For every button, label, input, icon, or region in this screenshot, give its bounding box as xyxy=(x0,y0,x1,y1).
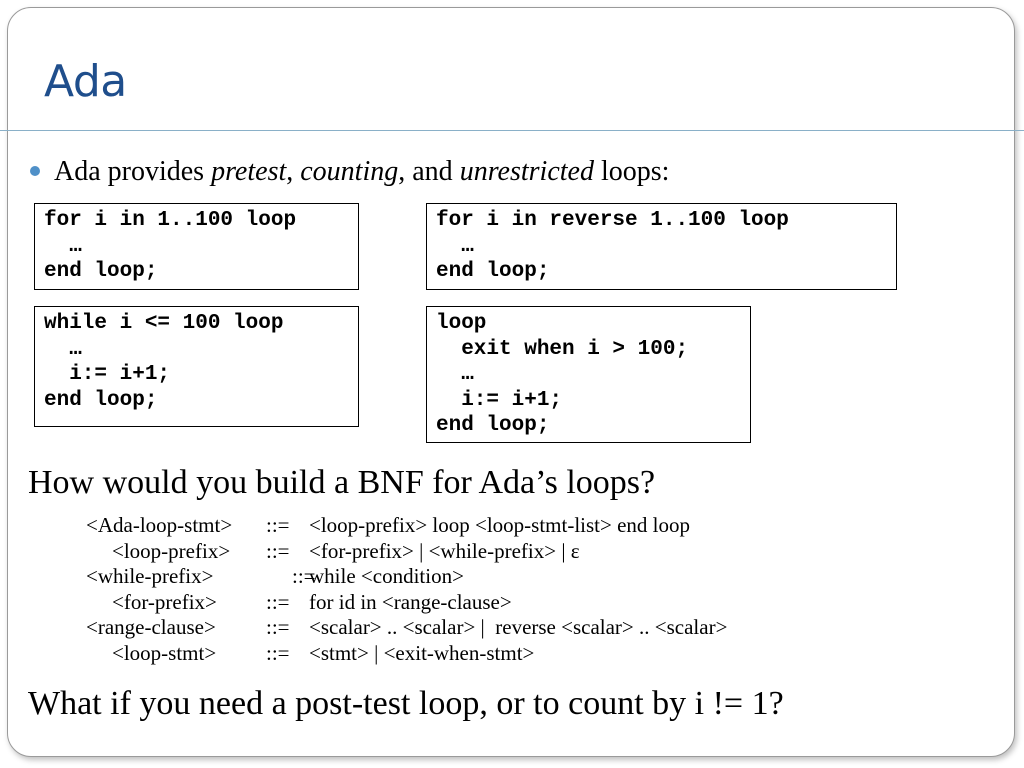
bullet-sep-1: , xyxy=(286,156,301,187)
bullet-term-unrestricted: unrestricted xyxy=(459,156,594,187)
bullet-text-post: loops: xyxy=(593,156,670,187)
bnf-rule: <for-prefix> ::= for id in <range-clause… xyxy=(0,590,1024,616)
bullet-icon xyxy=(30,166,40,176)
bnf-lhs: <Ada-loop-stmt> xyxy=(86,513,233,537)
bnf-lhs: <loop-stmt> xyxy=(112,640,217,665)
bnf-rhs: while <condition> xyxy=(309,564,464,588)
bullet-term-counting: counting xyxy=(300,156,399,187)
bnf-op: ::= xyxy=(266,513,290,537)
title-divider xyxy=(0,130,1024,131)
bullet-sep-2: , and xyxy=(398,156,460,187)
bullet-term-pretest: pretest xyxy=(211,156,287,187)
bnf-rhs: <loop-prefix> loop <loop-stmt-list> end … xyxy=(309,513,691,537)
question-bnf: How would you build a BNF for Ada’s loop… xyxy=(28,464,656,501)
bnf-rule: <Ada-loop-stmt> ::= <loop-prefix> loop <… xyxy=(0,513,1024,539)
bnf-rule: <loop-stmt> ::= <stmt> | <exit-when-stmt… xyxy=(0,641,1024,667)
bnf-op: ::= xyxy=(266,589,290,614)
bullet-text-pre: Ada provides xyxy=(54,156,212,187)
bnf-op: ::= xyxy=(266,538,290,563)
bnf-op: ::= xyxy=(266,615,290,639)
bnf-lhs: <for-prefix> xyxy=(112,589,217,614)
bnf-lhs: <while-prefix> xyxy=(86,564,214,588)
bnf-rule: <loop-prefix> ::= <for-prefix> | <while-… xyxy=(0,539,1024,565)
slide-title: Ada xyxy=(44,56,127,107)
bnf-rhs: <for-prefix> | <while-prefix> | ε xyxy=(309,538,580,563)
code-block-for-loop: for i in 1..100 loop … end loop; xyxy=(34,203,359,290)
bnf-op: ::= xyxy=(266,640,290,665)
code-block-reverse-loop: for i in reverse 1..100 loop … end loop; xyxy=(426,203,897,290)
bnf-rule: <while-prefix> ::= while <condition> xyxy=(0,564,1024,590)
code-block-exit-loop: loop exit when i > 100; … i:= i+1; end l… xyxy=(426,306,751,443)
bullet-item: Ada provides pretest, counting, and unre… xyxy=(30,156,669,188)
code-block-while-loop: while i <= 100 loop … i:= i+1; end loop; xyxy=(34,306,359,427)
bnf-rhs: <stmt> | <exit-when-stmt> xyxy=(309,640,535,665)
bnf-lhs: <loop-prefix> xyxy=(112,538,231,563)
bnf-rhs: for id in <range-clause> xyxy=(309,589,512,614)
bnf-rule: <range-clause> ::= <scalar> .. <scalar> … xyxy=(0,615,1024,641)
question-post-test: What if you need a post-test loop, or to… xyxy=(28,685,784,722)
bnf-op: ::= xyxy=(292,564,316,588)
bnf-lhs: <range-clause> xyxy=(86,615,216,639)
bnf-rhs: <scalar> .. <scalar> | reverse <scalar> … xyxy=(309,615,728,639)
